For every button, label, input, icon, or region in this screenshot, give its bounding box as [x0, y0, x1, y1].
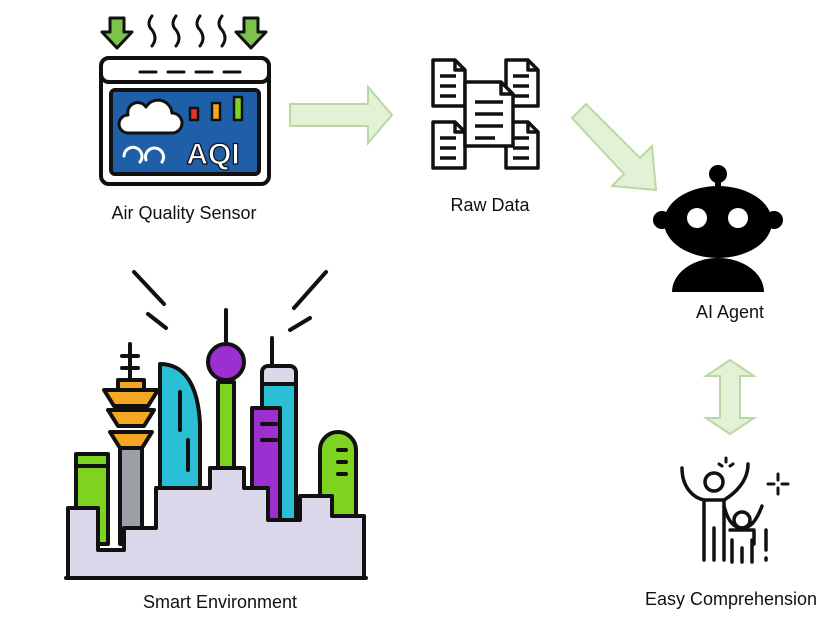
node-label-air-quality-sensor: Air Quality Sensor: [111, 203, 257, 223]
node-label-smart-environment: Smart Environment: [142, 592, 298, 612]
arrow-ai-agent-easy-comprehension: [702, 358, 758, 436]
sensor-screen-text: AQI: [186, 138, 239, 171]
sparkle-icon: [717, 456, 790, 496]
intake-arrow-icon: [100, 16, 268, 50]
smart-city-icon: [64, 270, 368, 580]
arrow-sensor-to-raw-data: [289, 84, 394, 146]
node-label-raw-data: Raw Data: [450, 195, 530, 215]
node-label-ai-agent: AI Agent: [695, 302, 765, 322]
robot-icon: [653, 165, 783, 292]
arrow-raw-data-to-ai-agent: [570, 102, 658, 192]
documents-icon: [431, 58, 540, 170]
celebrating-people-icon: [680, 456, 790, 564]
cloud-icon: [117, 98, 184, 135]
node-label-easy-comprehension: Easy Comprehension: [644, 589, 818, 609]
air-quality-sensor-icon: AQI: [99, 14, 271, 186]
air-flow-lines: [147, 14, 227, 48]
